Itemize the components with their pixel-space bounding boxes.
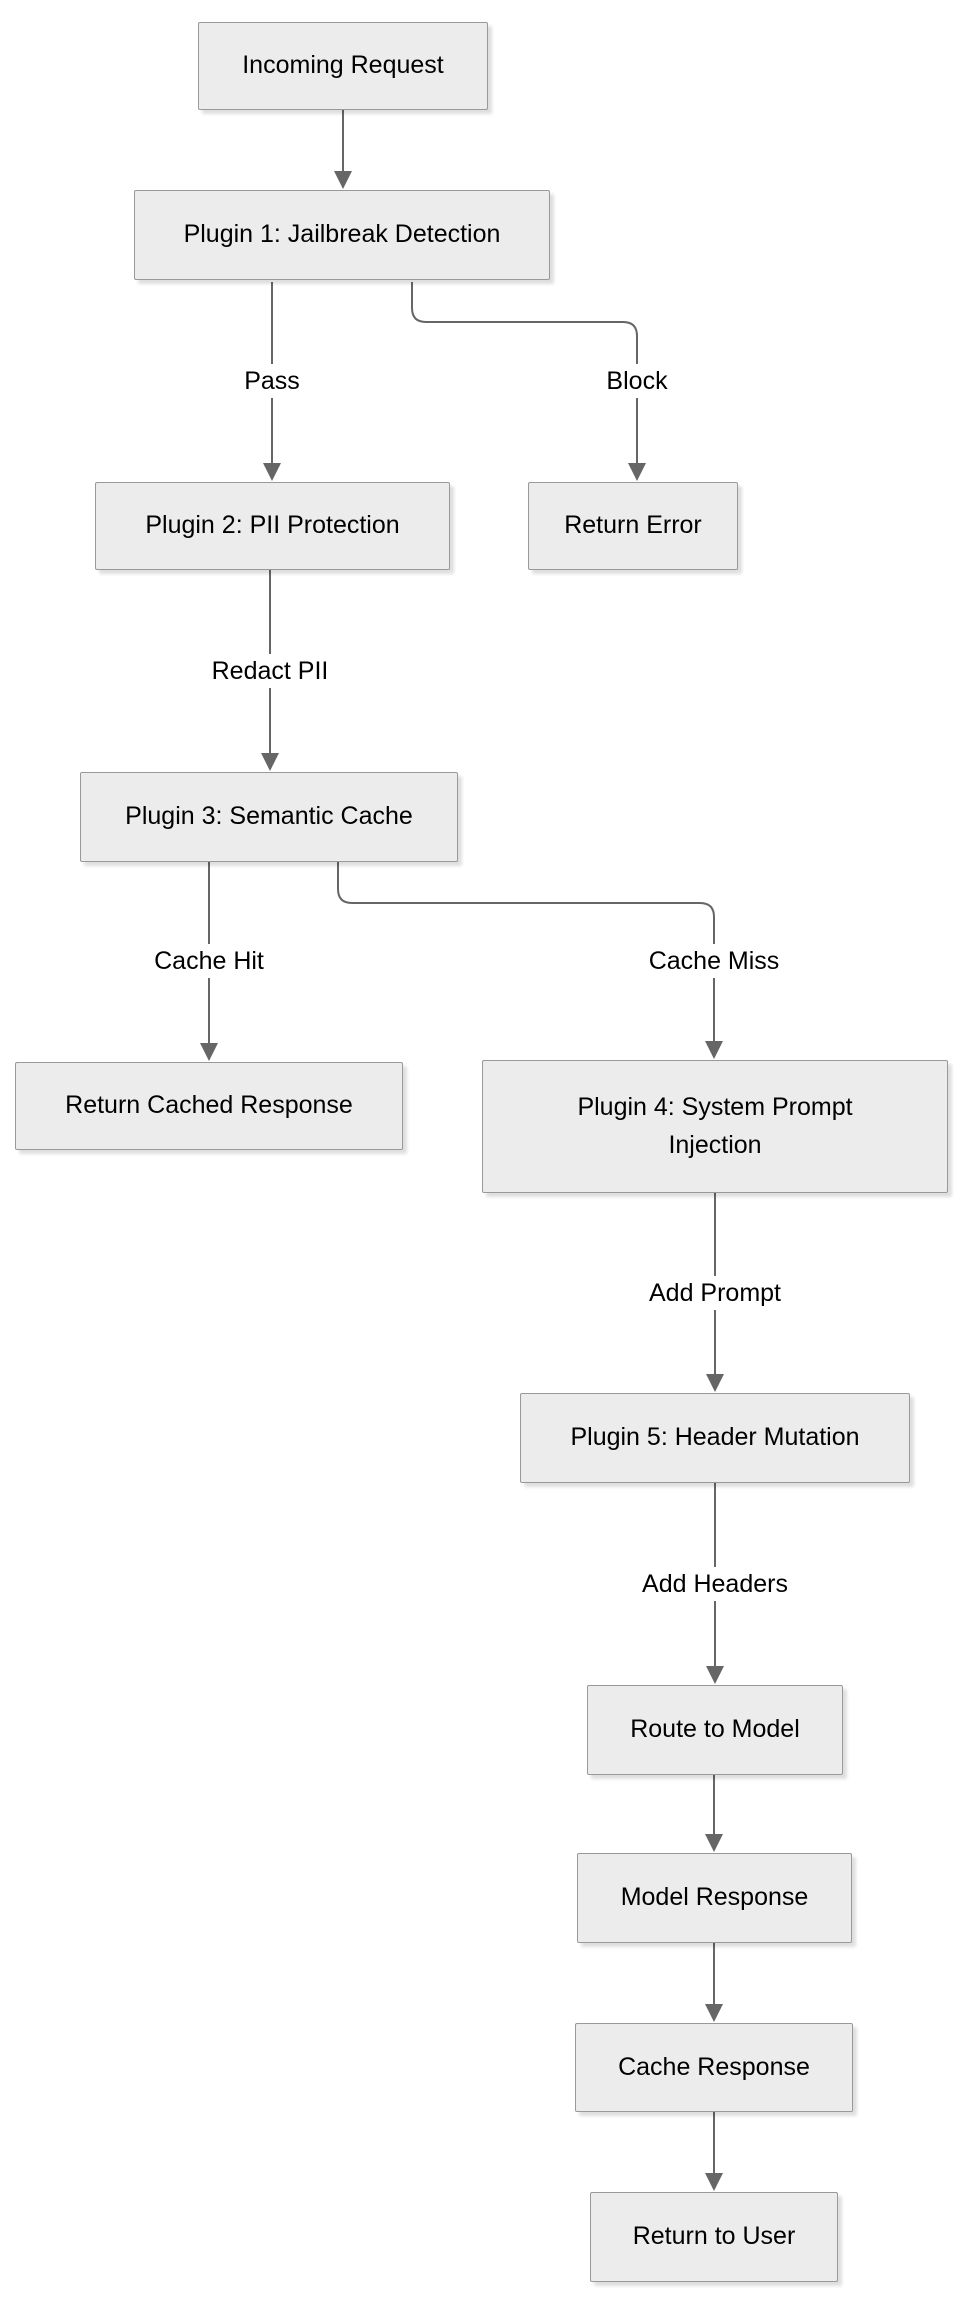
node-label: Plugin 5: Header Mutation xyxy=(570,1423,860,1452)
node-label: Route to Model xyxy=(630,1715,800,1744)
node-return-to-user: Return to User xyxy=(590,2192,838,2282)
edge-label-add-headers: Add Headers xyxy=(634,1567,796,1601)
node-label: Plugin 1: Jailbreak Detection xyxy=(183,220,501,249)
node-plugin1-jailbreak-detection: Plugin 1: Jailbreak Detection xyxy=(134,190,550,280)
node-plugin4-system-prompt-injection: Plugin 4: System Prompt Injection xyxy=(482,1060,948,1193)
edge-label-redact-pii: Redact PII xyxy=(203,654,337,688)
edge-label-pass: Pass xyxy=(236,364,308,398)
edge-label-cache-miss: Cache Miss xyxy=(640,944,788,978)
node-label: Plugin 4: System Prompt Injection xyxy=(577,1093,853,1159)
node-label: Return to User xyxy=(632,2222,796,2251)
node-label: Return Cached Response xyxy=(65,1091,353,1120)
node-label: Incoming Request xyxy=(242,51,444,80)
node-incoming-request: Incoming Request xyxy=(198,22,488,110)
node-label: Model Response xyxy=(620,1883,809,1912)
node-return-error: Return Error xyxy=(528,482,738,570)
node-label: Return Error xyxy=(564,511,702,540)
node-plugin2-pii-protection: Plugin 2: PII Protection xyxy=(95,482,450,570)
node-label: Cache Response xyxy=(618,2052,810,2081)
node-label: Plugin 3: Semantic Cache xyxy=(125,802,413,831)
edge-plugin1-to-return-error-block xyxy=(411,282,646,481)
edge-plugin3-to-plugin4-miss xyxy=(337,862,723,1059)
node-model-response: Model Response xyxy=(577,1853,852,1943)
edge-label-cache-hit: Cache Hit xyxy=(146,944,272,978)
node-plugin5-header-mutation: Plugin 5: Header Mutation xyxy=(520,1393,910,1483)
edge-label-block: Block xyxy=(598,364,676,398)
edge-label-add-prompt: Add Prompt xyxy=(640,1276,790,1310)
node-route-to-model: Route to Model xyxy=(587,1685,843,1775)
node-plugin3-semantic-cache: Plugin 3: Semantic Cache xyxy=(80,772,458,862)
node-label: Plugin 2: PII Protection xyxy=(145,511,400,540)
node-cache-response: Cache Response xyxy=(575,2023,853,2112)
node-return-cached-response: Return Cached Response xyxy=(15,1062,403,1150)
